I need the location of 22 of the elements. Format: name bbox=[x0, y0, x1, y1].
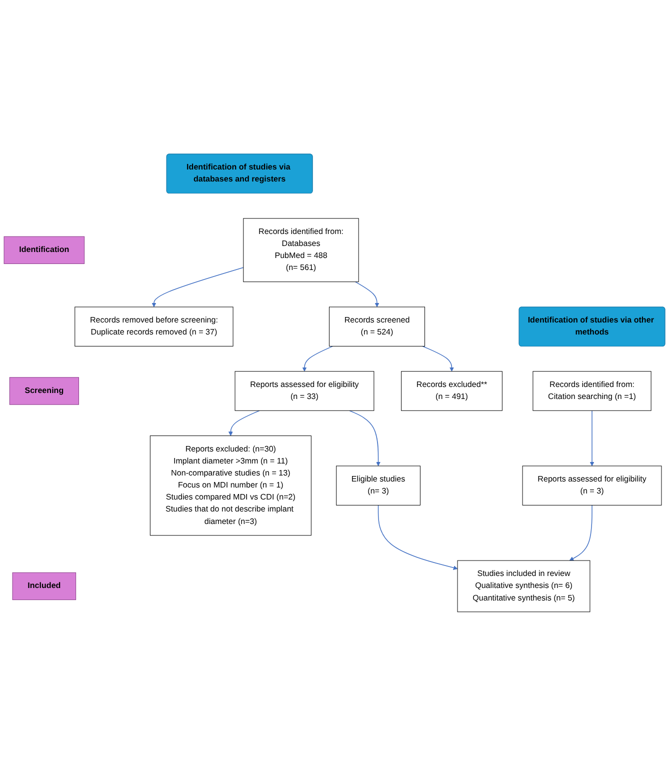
node-box: Included bbox=[12, 572, 76, 600]
arrow bbox=[590, 410, 594, 466]
node-box: Reports assessed for eligibility (n = 3) bbox=[522, 466, 662, 506]
node-box: Reports assessed for eligibility (n = 33) bbox=[234, 371, 374, 411]
node-box: Records identified from: Citation searching (n =1) bbox=[532, 371, 652, 411]
node-box: Records removed before screening: Duplicate records removed (n = 37) bbox=[74, 306, 234, 347]
arrow bbox=[228, 410, 260, 436]
node-box: Studies included in review Qualitative synthesis (n= 6) Quantitative synthesis (n= 5) bbox=[457, 560, 590, 612]
arrow bbox=[422, 346, 454, 372]
node-box: Records screened (n = 524) bbox=[329, 306, 426, 347]
node-box: Identification bbox=[4, 236, 85, 264]
node-box: Records excluded** (n = 491) bbox=[401, 371, 502, 411]
arrow bbox=[378, 504, 458, 570]
arrow bbox=[569, 504, 592, 561]
arrow bbox=[355, 281, 380, 308]
node-box: Screening bbox=[9, 377, 79, 405]
arrow bbox=[152, 267, 244, 308]
node-box: Eligible studies (n= 3) bbox=[336, 466, 420, 506]
node-box: Reports excluded: (n=30) Implant diameter >3mm (n = 11) Non-comparative studies (n = 13) Focus on MDI number (n = 1) Studies compared MDI vs CDI (n=2) Studies that do not describe implant diameter (n=3) bbox=[150, 436, 312, 536]
arrow bbox=[302, 346, 334, 372]
node-box: Records identified from: Databases PubMed = 488 (n= 561) bbox=[243, 218, 359, 282]
arrow bbox=[349, 410, 380, 466]
